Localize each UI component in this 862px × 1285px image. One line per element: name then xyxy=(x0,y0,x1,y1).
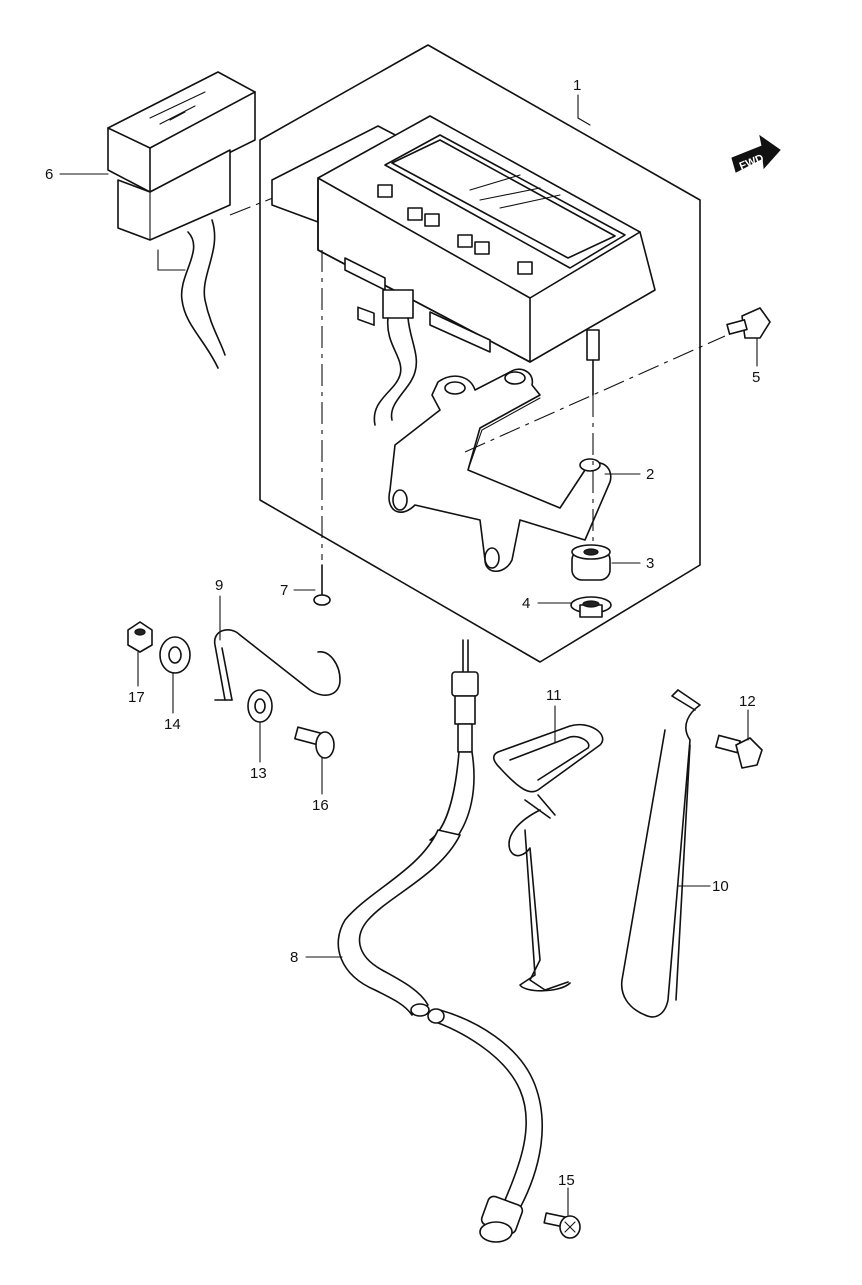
part-13-washer xyxy=(247,689,273,723)
callout-16: 16 xyxy=(312,797,329,814)
part-3-grommet xyxy=(571,544,611,581)
part-12-bolt xyxy=(715,734,763,769)
callout-5: 5 xyxy=(752,369,760,386)
part-7-screw xyxy=(313,564,331,606)
callout-9: 9 xyxy=(215,577,223,594)
callout-6: 6 xyxy=(45,166,53,183)
callout-14: 14 xyxy=(164,716,181,733)
part-1-meter xyxy=(271,115,656,426)
part-8-cable xyxy=(337,639,544,1243)
callout-labels: 1 2 3 4 5 6 7 8 9 10 11 12 13 14 15 16 1… xyxy=(45,77,760,1189)
assembly-outline xyxy=(259,44,701,663)
callout-13: 13 xyxy=(250,765,267,782)
callout-2: 2 xyxy=(646,466,654,483)
part-4-collar xyxy=(570,596,612,618)
part-9-clamp xyxy=(214,629,341,701)
callout-15: 15 xyxy=(558,1172,575,1189)
part-15-screw xyxy=(543,1212,581,1239)
meter-buttons xyxy=(357,184,533,326)
fwd-arrow-icon: FWD xyxy=(731,134,781,173)
callout-7: 7 xyxy=(280,582,288,599)
part-17-nut xyxy=(127,621,153,653)
callout-8: 8 xyxy=(290,949,298,966)
part-2-bracket xyxy=(388,368,612,573)
callout-3: 3 xyxy=(646,555,654,572)
part-16-bolt xyxy=(294,726,335,759)
callout-12: 12 xyxy=(739,693,756,710)
callout-11: 11 xyxy=(546,687,562,704)
callout-1: 1 xyxy=(573,77,581,94)
part-14-washer xyxy=(159,636,191,674)
leader-dash-5 xyxy=(464,335,726,453)
part-5-bolt xyxy=(726,307,771,339)
callout-17: 17 xyxy=(128,689,145,706)
callout-4: 4 xyxy=(522,595,530,612)
part-10-guide xyxy=(620,689,701,1018)
leader-lines xyxy=(59,94,758,1216)
part-6-connector xyxy=(107,71,256,369)
callout-10: 10 xyxy=(712,878,729,895)
part-11-guide xyxy=(492,723,604,992)
